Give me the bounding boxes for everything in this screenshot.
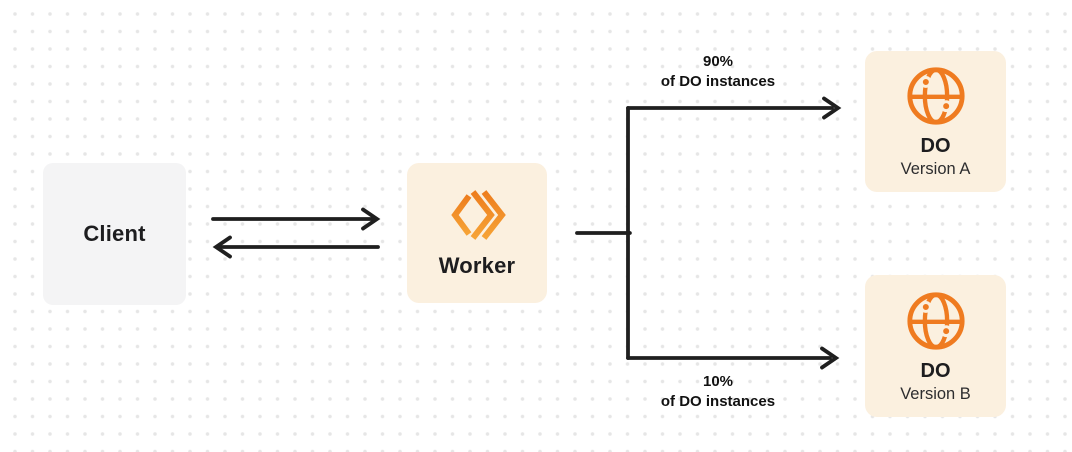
- worker-node: Worker: [407, 163, 547, 303]
- do-version-a-title: DO: [920, 135, 951, 157]
- worker-label: Worker: [438, 253, 516, 278]
- branch-bottom-percent: 10%: [702, 373, 734, 390]
- branch-top-label: 90% of DO instances: [618, 52, 818, 92]
- arrow-to-version-a: [626, 96, 842, 120]
- client-node: Client: [43, 163, 186, 305]
- do-version-a-node: DO Version A: [865, 51, 1006, 192]
- workers-chevrons-icon: [451, 190, 506, 240]
- branch-bottom-caption: of DO instances: [660, 393, 776, 410]
- arrow-to-version-b: [626, 346, 840, 370]
- branch-top-caption: of DO instances: [660, 73, 776, 90]
- branch-top-percent: 90%: [702, 53, 734, 70]
- branch-bottom-label: 10% of DO instances: [618, 372, 818, 412]
- do-version-a-subtitle: Version A: [900, 160, 971, 178]
- branch-split-line: [575, 106, 632, 360]
- do-version-b-node: DO Version B: [865, 275, 1006, 417]
- durable-object-globe-icon: [906, 291, 965, 350]
- do-version-b-title: DO: [920, 359, 951, 382]
- durable-object-globe-icon: [906, 67, 965, 125]
- arrow-worker-to-client: [212, 235, 380, 259]
- client-label: Client: [83, 221, 146, 246]
- do-version-b-subtitle: Version B: [900, 384, 971, 403]
- arrow-client-to-worker: [211, 207, 381, 231]
